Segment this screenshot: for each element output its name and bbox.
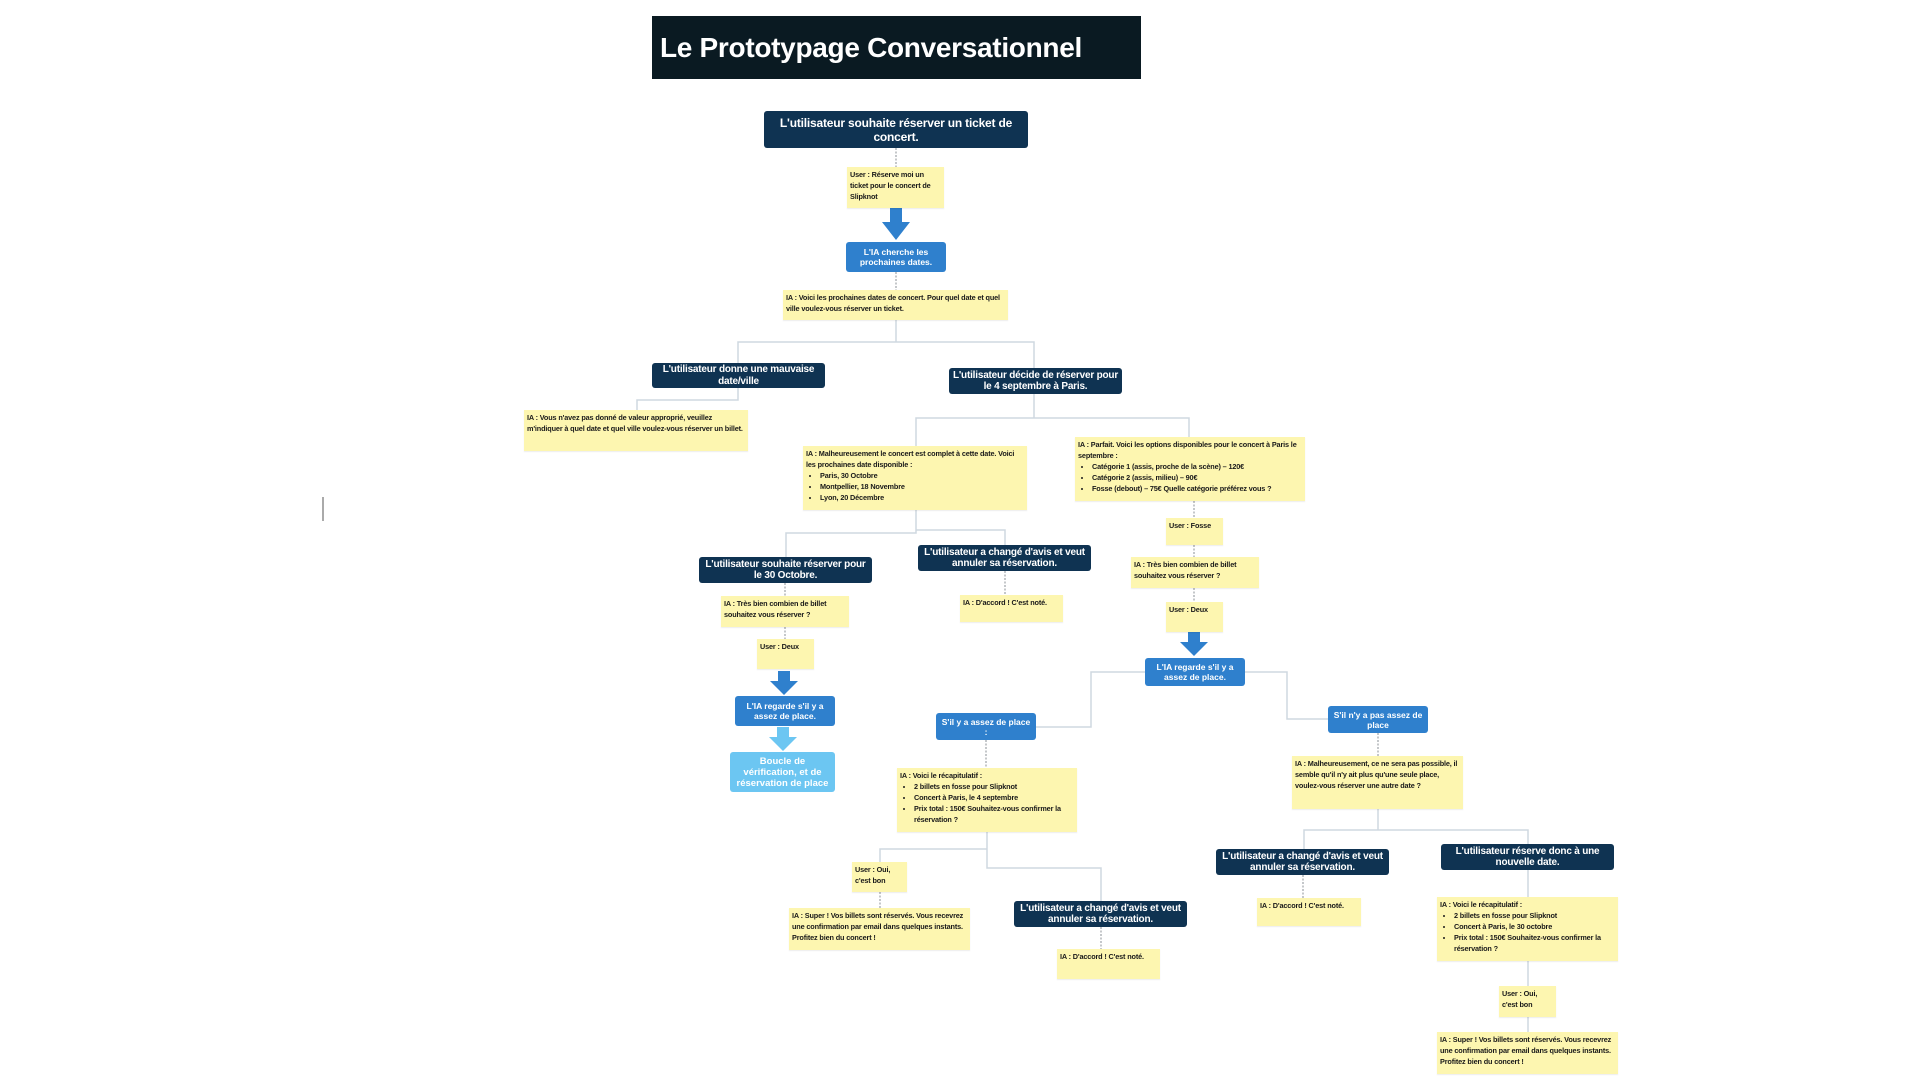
node-new-date[interactable]: L'utilisateur réserve donc à une nouvell…	[1441, 844, 1614, 870]
node-loop[interactable]: Boucle de vérification, et de réservatio…	[730, 752, 835, 792]
note-ia-how-many-right[interactable]: IA : Très bien combien de billet souhait…	[1131, 557, 1259, 588]
node-not-enough-space[interactable]: S'il n'y a pas assez de place	[1328, 706, 1428, 733]
list-item: 2 billets en fosse pour Slipknot	[1454, 910, 1615, 921]
note-user-request[interactable]: User : Réserve moi un ticket pour le con…	[847, 167, 944, 208]
note-user-deux-right[interactable]: User : Deux	[1166, 602, 1223, 632]
arrow-down-icon	[769, 727, 797, 751]
list-item: Prix total : 150€ Souhaitez-vous confirm…	[1454, 932, 1615, 954]
note-ia-how-many-left[interactable]: IA : Très bien combien de billet souhait…	[721, 596, 849, 627]
list-item: Fosse (debout) – 75€ Quelle catégorie pr…	[1092, 483, 1302, 494]
note-ia-dates[interactable]: IA : Voici les prochaines dates de conce…	[783, 290, 1008, 320]
note-ia-bad-input[interactable]: IA : Vous n'avez pas donné de valeur app…	[524, 410, 748, 451]
list-item: Montpellier, 18 Novembre	[820, 481, 1024, 492]
node-cancel-1[interactable]: L'utilisateur a changé d'avis et veut an…	[918, 545, 1091, 571]
page-title: Le Prototypage Conversationnel	[652, 16, 1141, 79]
node-ia-check-left[interactable]: L'IA regarde s'il y a assez de place.	[735, 696, 835, 726]
arrow-down-icon	[1180, 632, 1208, 656]
note-ia-ok-3[interactable]: IA : D'accord ! C'est noté.	[1257, 898, 1361, 926]
note-user-fosse[interactable]: User : Fosse	[1166, 518, 1223, 545]
node-start[interactable]: L'utilisateur souhaite réserver un ticke…	[764, 111, 1028, 148]
note-user-deux-left[interactable]: User : Deux	[757, 639, 814, 669]
list-item: Catégorie 2 (assis, milieu) – 90€	[1092, 472, 1302, 483]
note-user-yes-2[interactable]: User : Oui, c'est bon	[1499, 986, 1556, 1017]
list-item: Lyon, 20 Décembre	[820, 492, 1024, 503]
note-ia-recap-1[interactable]: IA : Voici le récapitulatif : 2 billets …	[897, 768, 1077, 832]
list-item: 2 billets en fosse pour Slipknot	[914, 781, 1074, 792]
list-item: Concert à Paris, le 30 octobre	[1454, 921, 1615, 932]
list-item: Prix total : 150€ Souhaitez-vous confirm…	[914, 803, 1074, 825]
node-enough-space[interactable]: S'il y a assez de place :	[936, 713, 1036, 740]
node-ia-search[interactable]: L'IA cherche les prochaines dates.	[846, 242, 946, 272]
note-ia-sorry[interactable]: IA : Malheureusement, ce ne sera pas pos…	[1292, 756, 1463, 809]
node-bad-input[interactable]: L'utilisateur donne une mauvaise date/vi…	[652, 363, 825, 388]
arrow-down-icon	[770, 671, 798, 695]
list-item: Concert à Paris, le 4 septembre	[914, 792, 1074, 803]
note-ia-super-2[interactable]: IA : Super ! Vos billets sont réservés. …	[1437, 1032, 1618, 1074]
list-item: Catégorie 1 (assis, proche de la scène) …	[1092, 461, 1302, 472]
note-intro: IA : Parfait. Voici les options disponib…	[1078, 440, 1297, 460]
note-intro: IA : Voici le récapitulatif :	[900, 771, 983, 780]
list-item: Paris, 30 Octobre	[820, 470, 1024, 481]
note-ia-ok-1[interactable]: IA : D'accord ! C'est noté.	[960, 595, 1063, 622]
note-intro: IA : Malheureusement le concert est comp…	[806, 449, 1015, 469]
node-cancel-3[interactable]: L'utilisateur a changé d'avis et veut an…	[1216, 849, 1389, 875]
note-ia-options[interactable]: IA : Parfait. Voici les options disponib…	[1075, 437, 1305, 501]
note-ia-ok-2[interactable]: IA : D'accord ! C'est noté.	[1057, 949, 1160, 979]
note-ia-super-1[interactable]: IA : Super ! Vos billets sont réservés. …	[789, 908, 970, 950]
node-choose-oct30[interactable]: L'utilisateur souhaite réserver pour le …	[699, 557, 872, 583]
note-ia-full[interactable]: IA : Malheureusement le concert est comp…	[803, 446, 1027, 510]
node-choose-sept4[interactable]: L'utilisateur décide de réserver pour le…	[949, 368, 1122, 394]
note-intro: IA : Voici le récapitulatif :	[1440, 900, 1523, 909]
note-ia-recap-2[interactable]: IA : Voici le récapitulatif : 2 billets …	[1437, 897, 1618, 961]
arrow-down-icon	[882, 208, 910, 240]
node-ia-check-right[interactable]: L'IA regarde s'il y a assez de place.	[1145, 658, 1245, 686]
note-user-yes-1[interactable]: User : Oui, c'est bon	[852, 862, 907, 892]
node-cancel-2[interactable]: L'utilisateur a changé d'avis et veut an…	[1014, 901, 1187, 927]
